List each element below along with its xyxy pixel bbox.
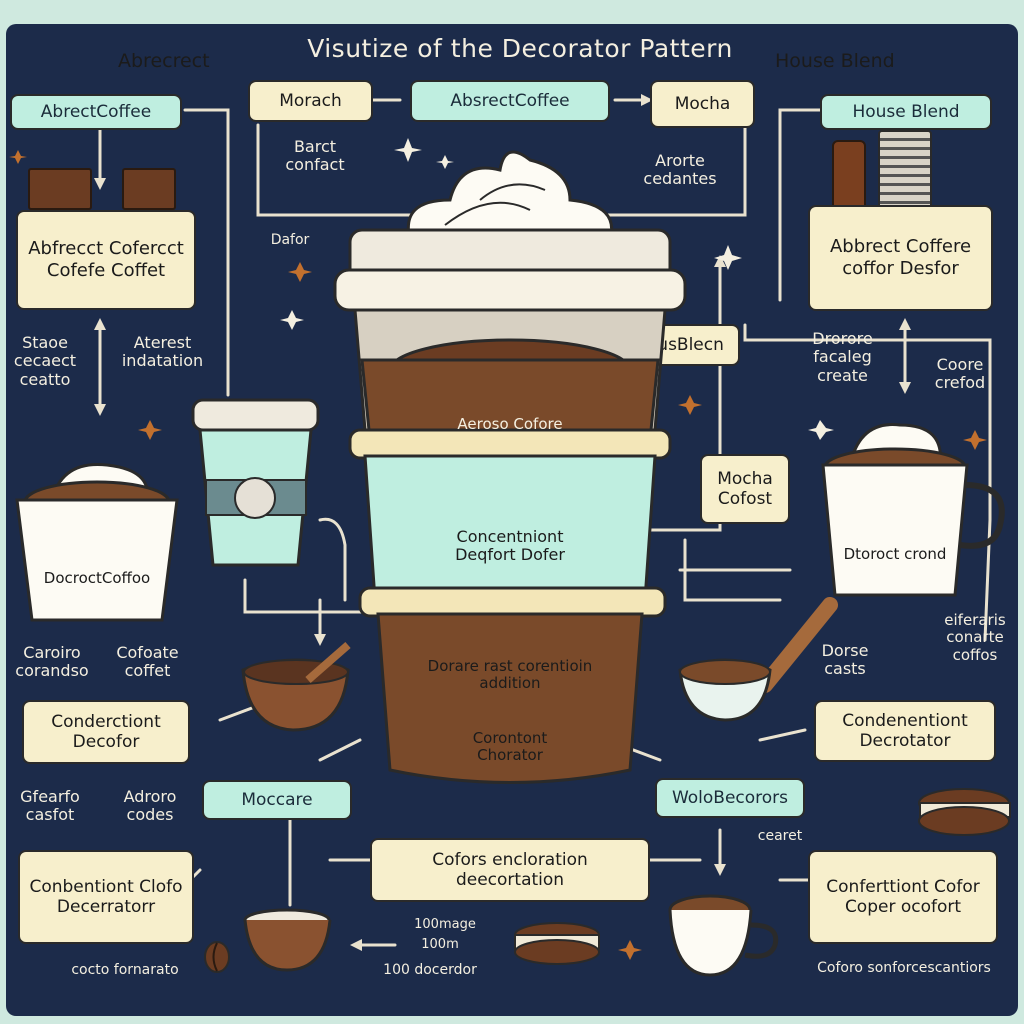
label-cofoate-coffet: Cofoate coffet [116,643,179,681]
left-small-bowl [241,641,351,732]
box-abstract-coffee-left: Abfrecct Cofercct Cofefe Coffet [16,210,196,310]
label-gfeafo-casfot: Gfearfo casfot [20,787,80,825]
label-times-top: 100mage [414,917,476,932]
label-dorse-casts: Dorse casts [821,641,869,679]
central-coffee-cup [333,150,687,784]
label-times-mid: 100m [421,937,459,952]
corner-label-house-blend: House Blend [775,50,895,72]
cup-label-aeroso: Aeroso Cofore [457,415,563,433]
box-mocha-top: Mocha [650,80,755,128]
bottom-cookie-icon [514,922,600,965]
cup-label-dorare: Dorare rast corentioin addition [427,657,593,693]
spring-coil-icon [878,130,932,214]
right-small-bowl [678,597,838,722]
corner-label-abstract: Abrecrect [118,50,210,72]
box-abstract-coffee-right: Abbrect Coffere coffor Desfor [808,205,993,311]
box-morach: Morach [248,80,373,122]
box-condenctiont-left: Conderctiont Decofor [22,700,190,764]
label-barct-confact: Barct confact [285,137,345,175]
label-adroro-codes: Adroro codes [123,787,177,825]
box-cofors-center: Cofors encloration deecortation [370,838,650,902]
cookie-sandwich-icon [918,788,1011,836]
box-wolobecorors: WoloBecorors [655,778,805,818]
label-aterest-indatation: Aterest indatation [121,333,204,371]
box-conbentiont-left: Conbentiont Clofo Decerratorr [18,850,194,944]
label-dafor: Dafor [270,232,310,248]
left-coffee-mug [15,462,179,622]
bottom-left-bowl [243,908,332,972]
chocolate-block-icon [28,168,92,210]
coffee-bean-icon [204,941,230,973]
chocolate-block-icon [122,168,176,210]
label-coore-crefod: Coore crefod [934,355,986,393]
label-cearet: cearet [757,828,803,844]
box-abstract-coffee-top: AbsrectCoffee [410,80,610,122]
box-confentiont-right: Conferttiont Cofor Coper ocofort [808,850,998,944]
cup-label-corontont: Corontont Chorator [472,729,548,765]
label-eiferans: eiferaris conarte coffos [944,611,1006,664]
label-staoe-cecaect: Staoe cecaect ceatto [13,333,77,389]
label-bottom-right: Coforo sonforcescantiors [817,960,991,976]
box-house-blend: House Blend [820,94,992,130]
label-arorte-cedantes: Arorte cedantes [643,151,717,189]
cup-label-concentniont: Concentniont Deqfort Dofer [455,527,565,565]
label-dtoroct-crond: Dtoroct crond [843,545,947,563]
box-mocha-cofost: Mocha Cofost [700,454,790,524]
box-abstract-coffee-topleft: AbrectCoffee [10,94,182,130]
label-times-low: 100 docerdor [383,962,477,978]
page-title: Visutize of the Decorator Pattern [307,34,733,63]
box-condenctiont-right: Condenentiont Decrotator [814,700,996,762]
label-decroct-coffee: DocroctCoffoo [43,569,151,587]
label-caroiro-corandso: Caroiro corandso [15,643,89,681]
bottom-right-cup [668,894,779,977]
small-mint-cup [191,398,320,567]
label-cocto-fornarato: cocto fornarato [71,962,179,978]
label-drorore-facaleg: Drorore facaleg create [812,329,873,385]
box-moccare: Moccare [202,780,352,820]
syrup-bottle-icon [832,140,866,214]
right-coffee-mug [821,423,1005,597]
